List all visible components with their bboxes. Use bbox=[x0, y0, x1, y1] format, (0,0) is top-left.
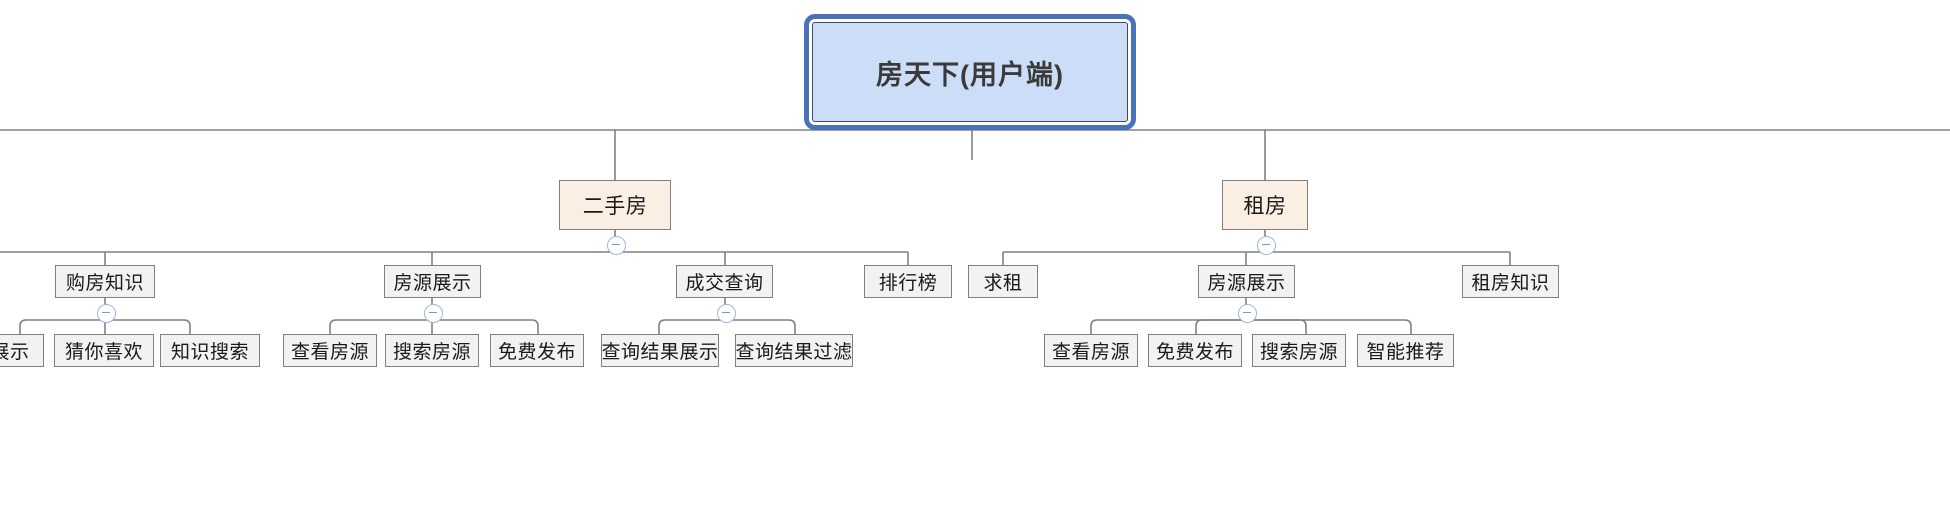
node-sousuofangyuan-ershoufang[interactable]: 搜索房源 bbox=[385, 334, 479, 367]
collapse-minus-icon-fangyuanzhanshi-zufang[interactable] bbox=[1238, 304, 1257, 323]
node-zufangzhishi[interactable]: 租房知识 bbox=[1462, 265, 1559, 298]
node-mianfeifabu-ershoufang[interactable]: 免费发布 bbox=[490, 334, 584, 367]
node-zhanshi[interactable]: 展示 bbox=[0, 334, 44, 367]
node-goufangzhishi[interactable]: 购房知识 bbox=[55, 265, 155, 298]
node-chaxunjieguoguolv[interactable]: 查询结果过滤 bbox=[735, 334, 853, 367]
collapse-minus-icon-chengjiaochaxun[interactable] bbox=[717, 304, 736, 323]
node-mianfeifabu-zufang[interactable]: 免费发布 bbox=[1148, 334, 1242, 367]
node-paihangbang[interactable]: 排行榜 bbox=[864, 265, 952, 298]
node-zhinengtuijian[interactable]: 智能推荐 bbox=[1357, 334, 1454, 367]
node-sousuofangyuan-zufang[interactable]: 搜索房源 bbox=[1252, 334, 1346, 367]
root-node[interactable]: 房天下(用户端) bbox=[804, 14, 1136, 130]
collapse-minus-icon-zufang[interactable] bbox=[1257, 236, 1276, 255]
node-zufang[interactable]: 租房 bbox=[1222, 180, 1308, 230]
node-chakanfangyuan-ershoufang[interactable]: 查看房源 bbox=[283, 334, 377, 367]
node-chengjiaochaxun[interactable]: 成交查询 bbox=[676, 265, 773, 298]
root-node-wrapper[interactable]: 房天下(用户端) bbox=[804, 14, 1136, 130]
node-ershoufang[interactable]: 二手房 bbox=[559, 180, 671, 230]
collapse-minus-icon-fangyuanzhanshi-ershoufang[interactable] bbox=[424, 304, 443, 323]
node-fangyuanzhanshi-zufang[interactable]: 房源展示 bbox=[1198, 265, 1295, 298]
node-qiuzu[interactable]: 求租 bbox=[968, 265, 1038, 298]
node-chakanfangyuan-zufang[interactable]: 查看房源 bbox=[1044, 334, 1138, 367]
node-zhishisousuo[interactable]: 知识搜索 bbox=[160, 334, 260, 367]
collapse-minus-icon-goufangzhishi[interactable] bbox=[97, 304, 116, 323]
node-chaxunjieguozhanshi[interactable]: 查询结果展示 bbox=[601, 334, 719, 367]
collapse-minus-icon-ershoufang[interactable] bbox=[607, 236, 626, 255]
node-cainixihuan[interactable]: 猜你喜欢 bbox=[54, 334, 154, 367]
node-fangyuanzhanshi-ershoufang[interactable]: 房源展示 bbox=[384, 265, 481, 298]
